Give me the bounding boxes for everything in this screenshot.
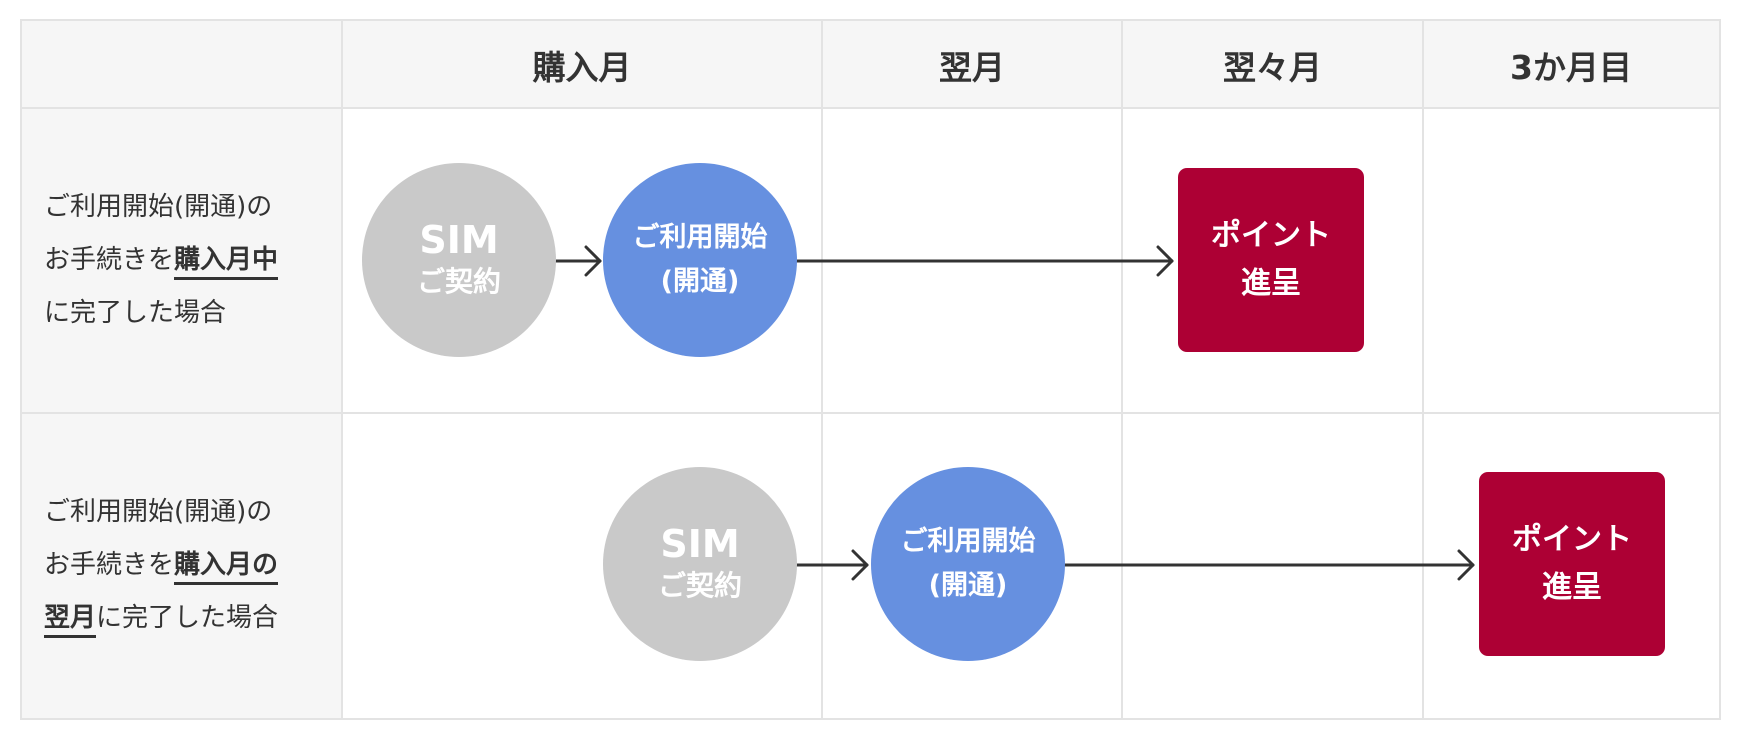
row1-label: ご利用開始(開通)の お手続きを購入月中 に完了した場合 <box>22 108 342 413</box>
row1-point-award-box: ポイント 進呈 <box>1178 168 1364 352</box>
row1-arrowhead-1 <box>584 245 602 277</box>
row1-label-emphasis: 購入月中 <box>174 245 279 280</box>
row2-sim-contract-circle: SIM ご契約 <box>603 467 797 661</box>
row2-label: ご利用開始(開通)の お手続きを購入月の 翌月に完了した場合 <box>22 413 342 718</box>
row1-point-line2: 進呈 <box>1241 266 1301 301</box>
row1-label-line2: お手続きを購入月中 <box>44 234 279 287</box>
row1-activation-line2: (開通) <box>660 266 740 297</box>
row2-label-line1: ご利用開始(開通)の <box>44 497 273 527</box>
row2-label-line2: お手続きを購入月の <box>44 539 279 592</box>
row1-sim-sub: ご契約 <box>416 265 501 298</box>
header-third-month: 3か月目 <box>1423 21 1719 108</box>
header-next-month: 翌月 <box>822 21 1122 108</box>
grid-line-header <box>22 107 1719 109</box>
row1-label-line1: ご利用開始(開通)の <box>44 192 273 222</box>
row1-sim-contract-circle: SIM ご契約 <box>362 163 556 357</box>
grid-line-col4 <box>1422 21 1424 718</box>
row2-arrowhead-1 <box>851 549 869 581</box>
grid-line-col1 <box>341 21 343 718</box>
row2-point-line1: ポイント <box>1512 522 1632 557</box>
row1-activation-line1: ご利用開始 <box>632 222 768 253</box>
row2-activation-line1: ご利用開始 <box>900 526 1036 557</box>
row2-activation-circle: ご利用開始 (開通) <box>871 467 1065 661</box>
header-corner <box>22 21 342 108</box>
row2-arrowhead-2 <box>1457 549 1475 581</box>
grid-line-row <box>22 412 1719 414</box>
row2-label-emphasis: 購入月の <box>174 550 279 585</box>
row2-activation-line2: (開通) <box>928 570 1008 601</box>
row2-point-award-box: ポイント 進呈 <box>1479 472 1665 656</box>
row1-point-line1: ポイント <box>1211 218 1331 253</box>
row2-sim-title: SIM <box>660 522 740 566</box>
row2-label-emphasis-2: 翌月 <box>44 603 97 638</box>
row1-arrowhead-2 <box>1156 245 1174 277</box>
row1-sim-title: SIM <box>419 218 499 262</box>
grid-line-col2 <box>821 21 823 718</box>
schedule-table: 購入月 翌月 翌々月 3か月目 ご利用開始(開通)の お手続きを購入月中 に完了… <box>20 19 1721 720</box>
grid-line-col3 <box>1121 21 1123 718</box>
row1-label-line3: に完了した場合 <box>44 298 227 328</box>
header-month-after-next: 翌々月 <box>1122 21 1423 108</box>
row2-sim-sub: ご契約 <box>657 569 742 602</box>
row2-point-line2: 進呈 <box>1542 570 1602 605</box>
row2-label-line3: 翌月に完了した場合 <box>44 592 278 645</box>
header-purchase-month: 購入月 <box>342 21 822 108</box>
row1-activation-circle: ご利用開始 (開通) <box>603 163 797 357</box>
